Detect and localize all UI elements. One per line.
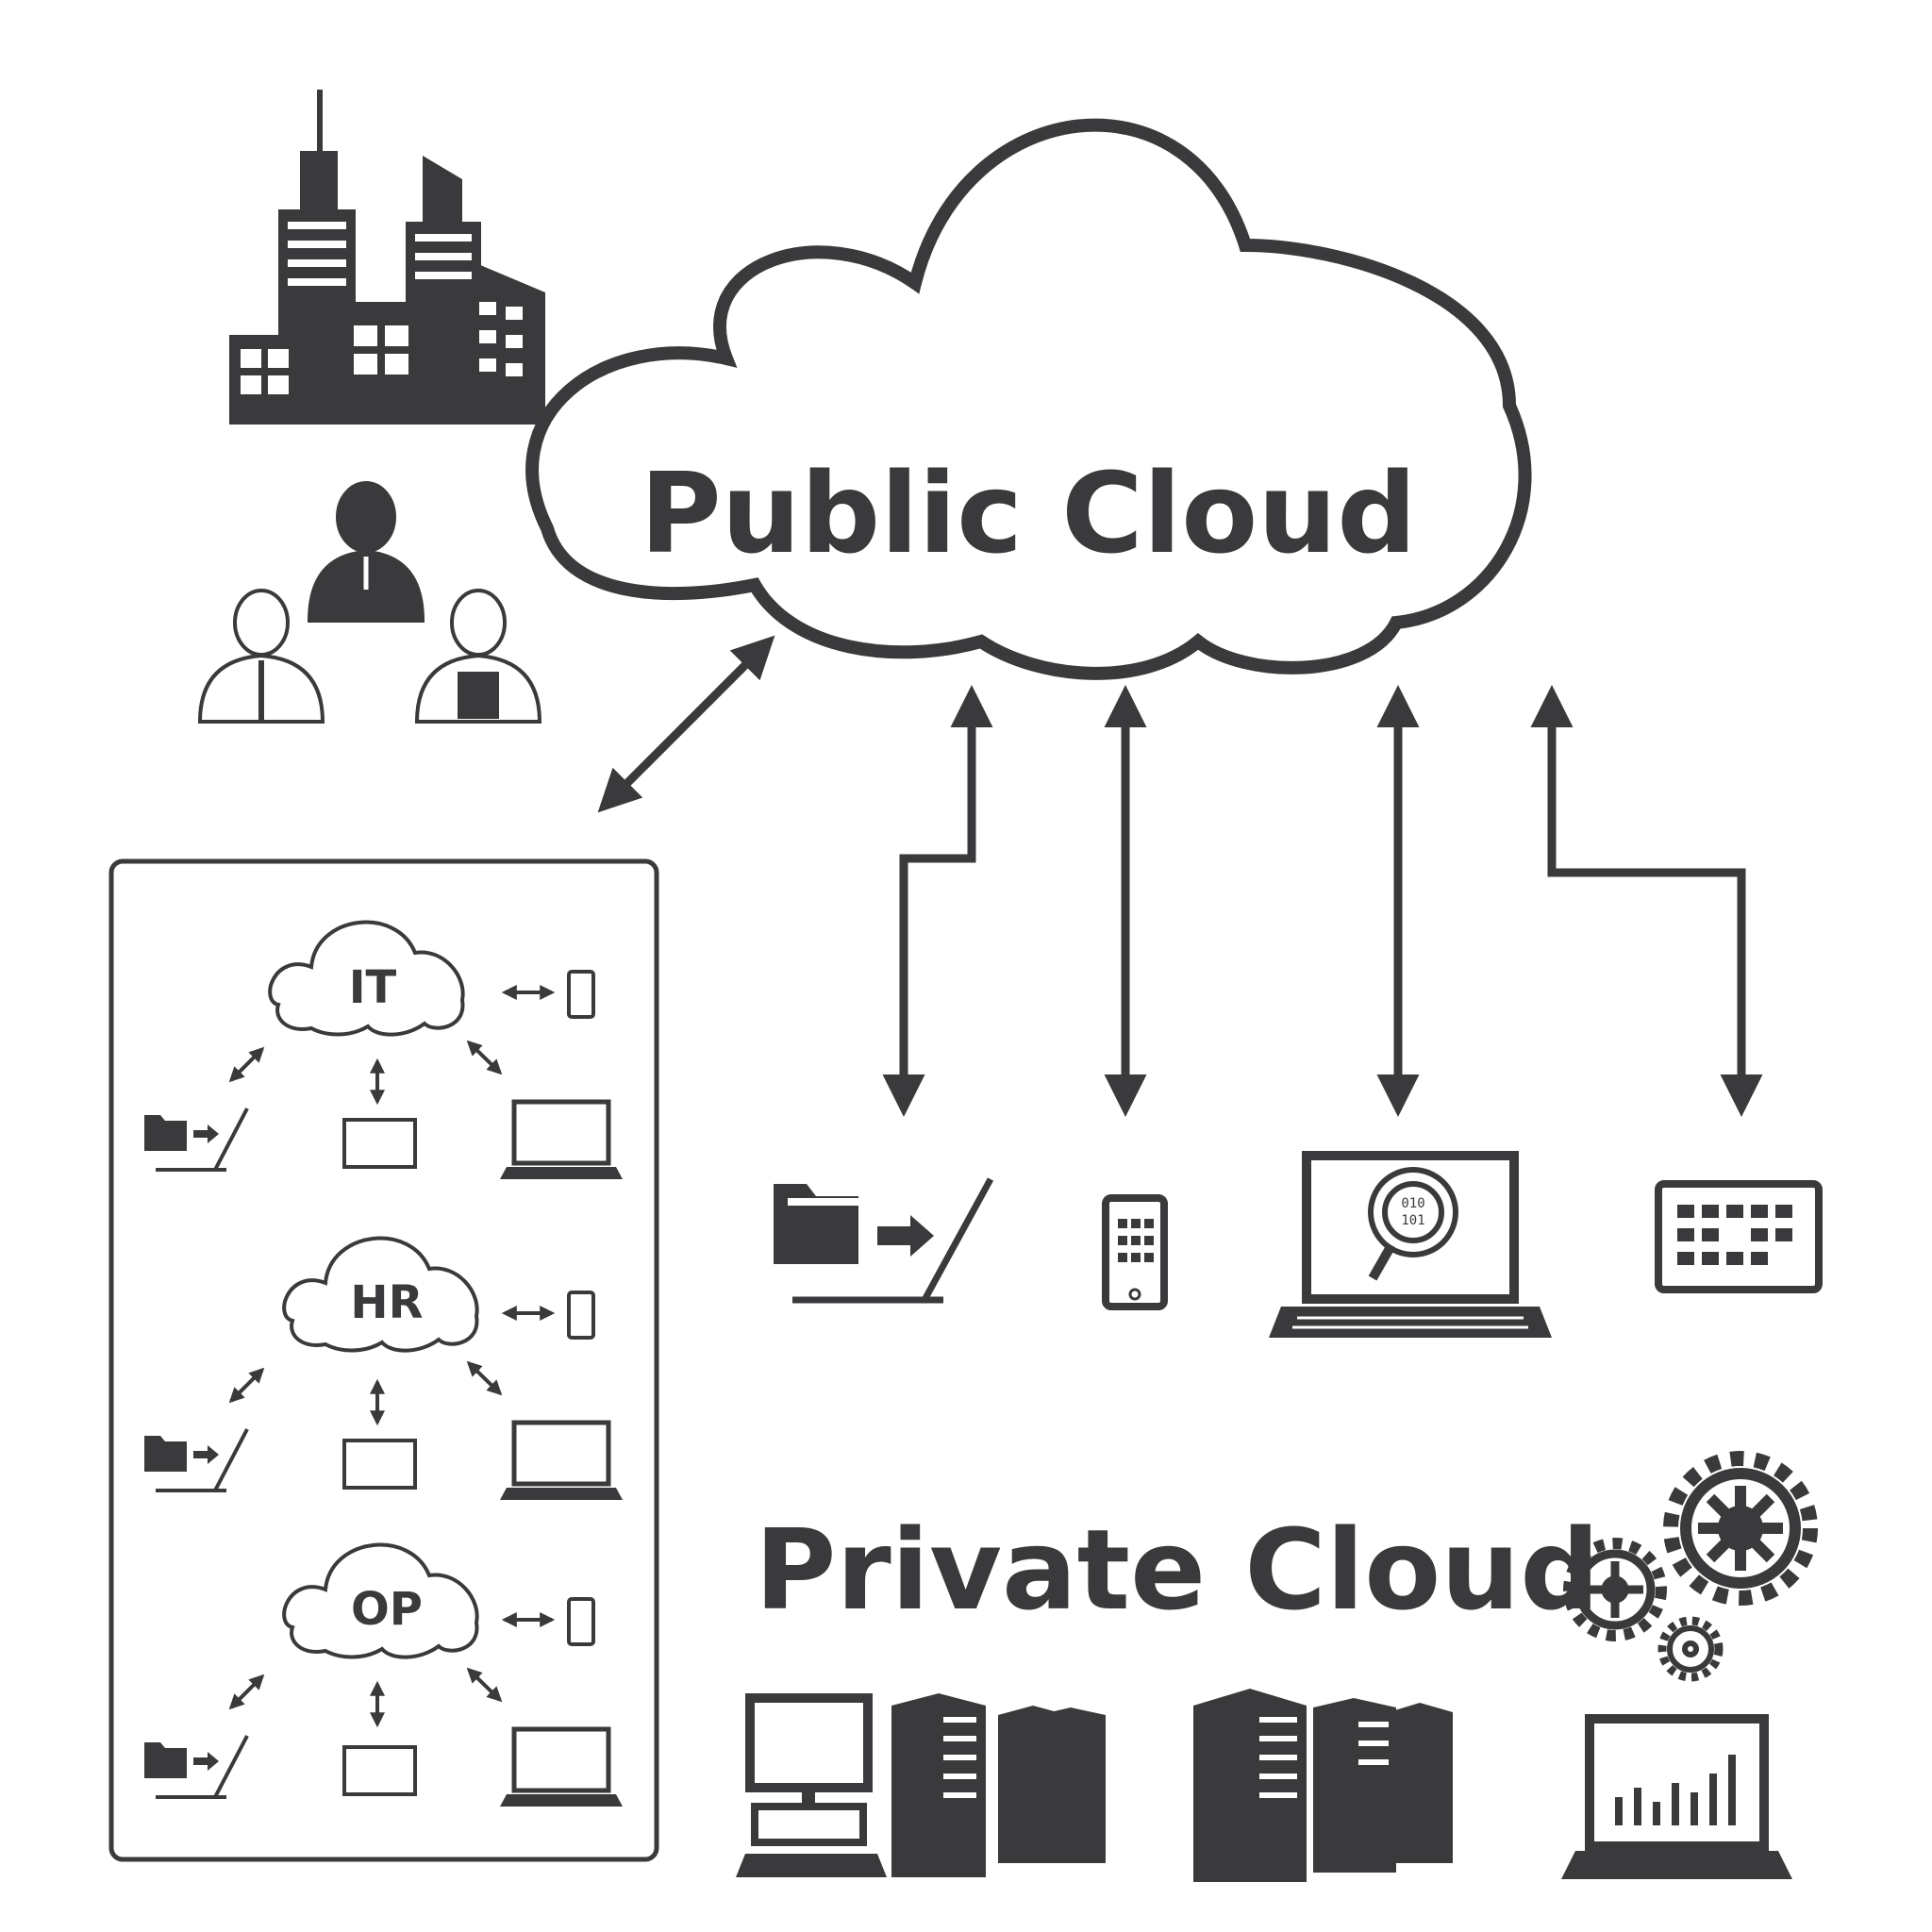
server-rack-icon — [891, 1689, 1453, 1882]
department-op-label: OP — [351, 1583, 423, 1636]
public-cloud: Public Cloud — [525, 118, 1532, 680]
public-cloud-label: Public Cloud — [640, 448, 1416, 578]
svg-text:101: 101 — [1401, 1213, 1424, 1228]
department-it-label: IT — [349, 961, 397, 1014]
laptop-search-icon: 010 101 — [1269, 1151, 1552, 1338]
svg-text:010: 010 — [1401, 1196, 1424, 1211]
department-hr: HR — [144, 1236, 623, 1500]
private-cloud-label: Private Cloud — [755, 1505, 1600, 1635]
desktop-computer-icon — [736, 1693, 887, 1877]
laptop-chart-icon — [1561, 1714, 1792, 1879]
smartphone-icon — [1102, 1194, 1168, 1310]
gears-icon — [1563, 1451, 1818, 1682]
file-transfer-icon — [774, 1177, 994, 1304]
department-it: IT — [144, 920, 623, 1179]
departments-panel — [108, 858, 659, 1862]
office-buildings-icon — [229, 90, 545, 425]
public-cloud-connectors — [882, 685, 1763, 1117]
connector-arrow — [597, 635, 775, 813]
department-op: OP — [144, 1542, 623, 1807]
tablet-icon — [1655, 1180, 1823, 1293]
department-hr-label: HR — [350, 1276, 423, 1329]
business-people-icon — [197, 481, 542, 724]
